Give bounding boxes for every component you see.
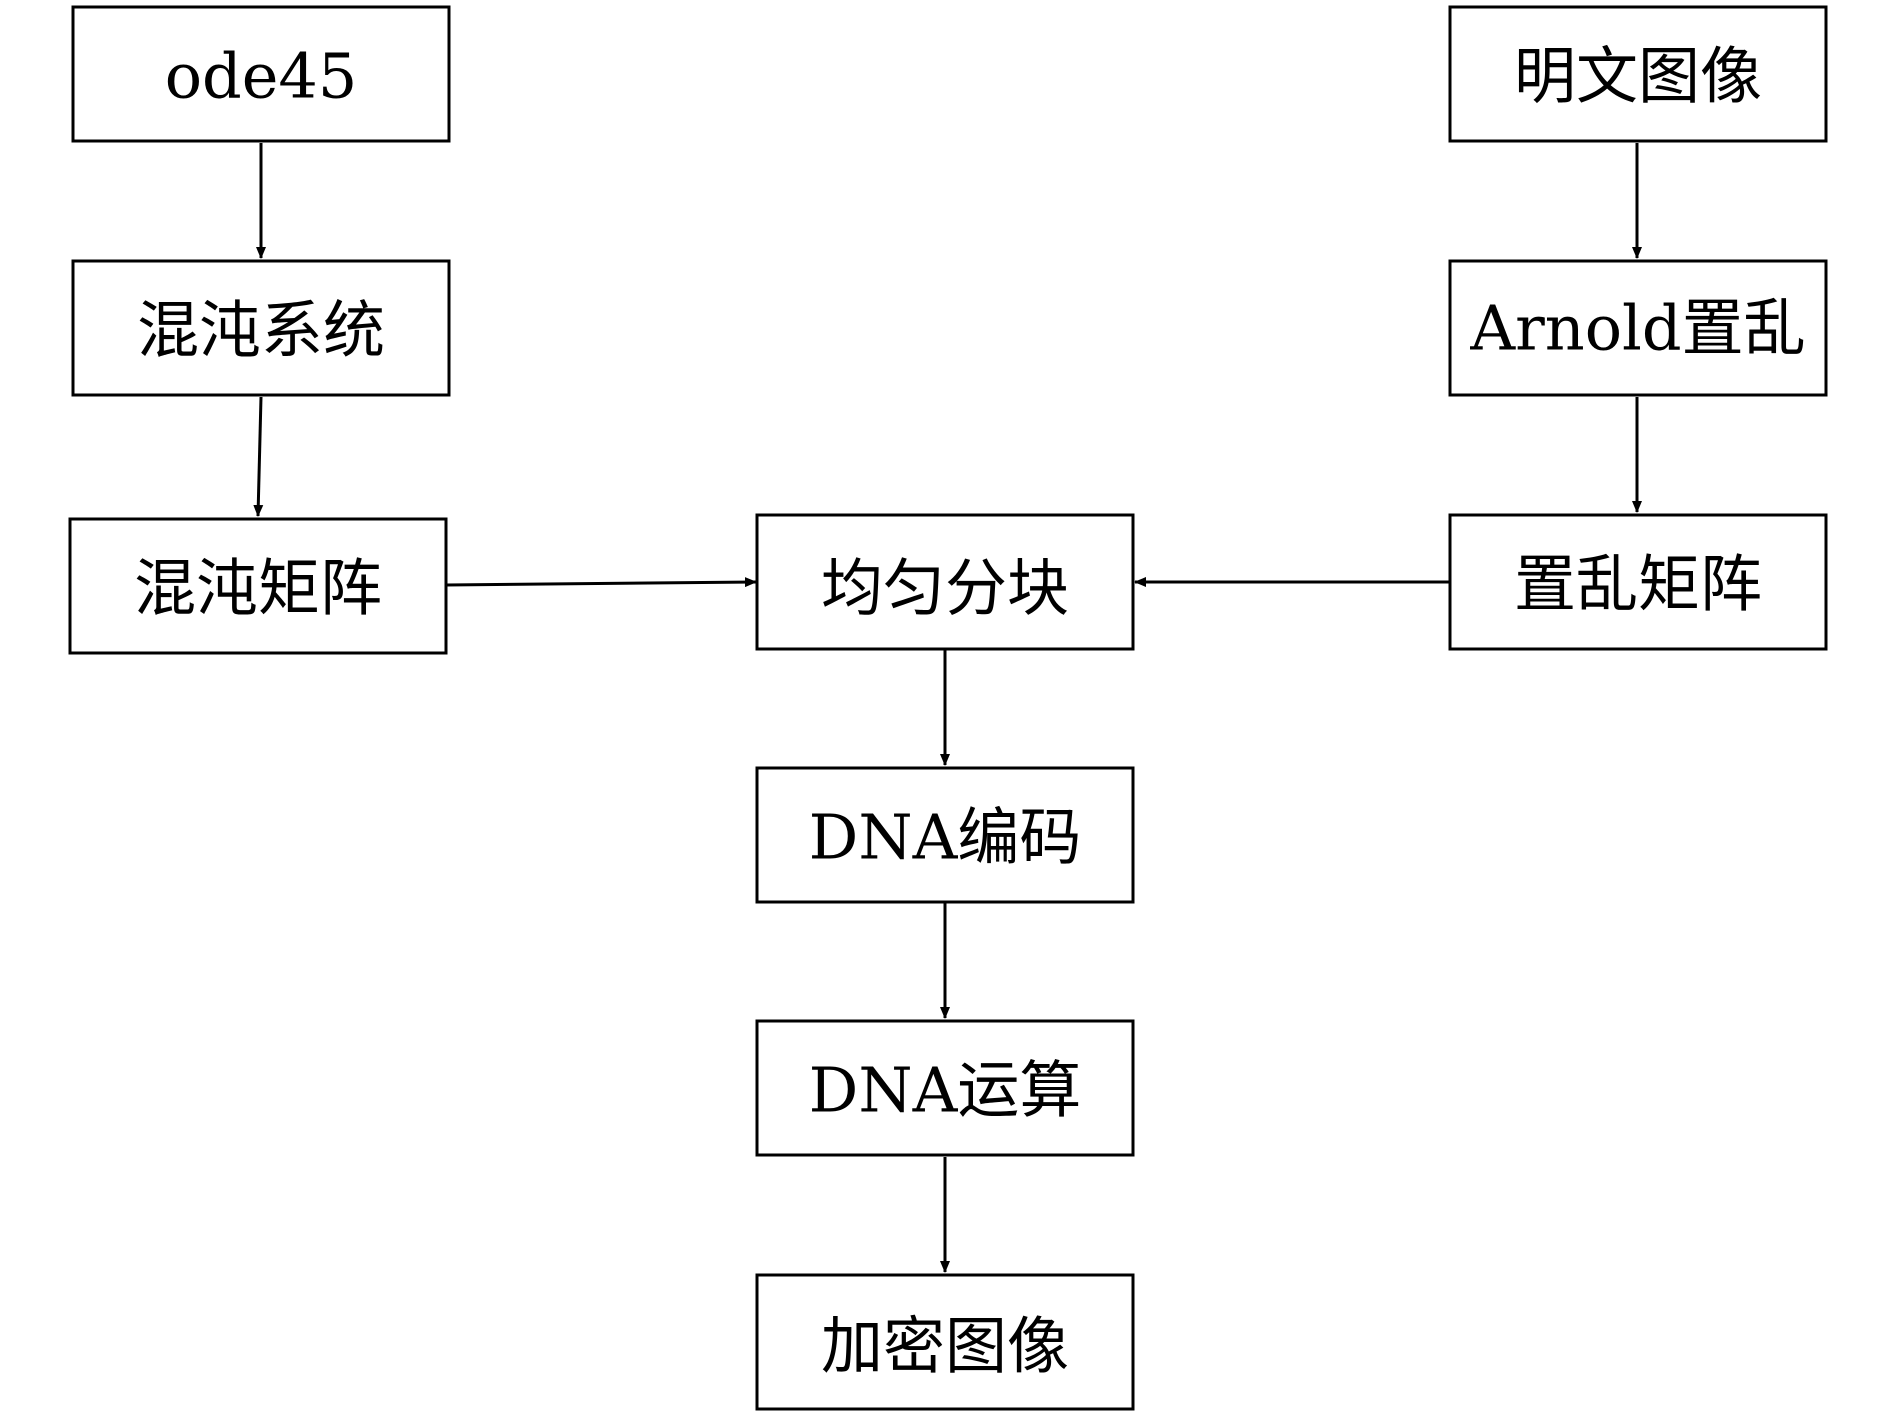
node-dna-operation-label: DNA运算 [809, 1054, 1082, 1127]
node-plain-image-label: 明文图像 [1514, 40, 1762, 113]
node-ode45-label: ode45 [165, 40, 358, 113]
edge-chaos-system-to-chaos-matrix [253, 396, 264, 517]
node-dna-encode-label: DNA编码 [809, 801, 1082, 874]
node-chaos-matrix: 混沌矩阵 [68, 517, 448, 655]
node-dna-operation-box [755, 1019, 1135, 1157]
node-uniform-block-box [755, 513, 1135, 651]
node-encrypted-image-box [755, 1273, 1135, 1411]
node-encrypted-image-label: 加密图像 [821, 1310, 1069, 1383]
node-scramble-matrix-box [1448, 513, 1828, 651]
node-chaos-matrix-box [68, 517, 448, 655]
node-ode45: ode45 [71, 5, 451, 143]
node-scramble-matrix-label: 置乱矩阵 [1514, 548, 1762, 621]
node-chaos-system-box [71, 259, 451, 397]
node-chaos-system: 混沌系统 [71, 259, 451, 397]
node-chaos-system-label: 混沌系统 [137, 294, 385, 367]
node-plain-image-box [1448, 5, 1828, 143]
node-uniform-block: 均匀分块 [755, 513, 1135, 651]
node-dna-operation: DNA运算 [755, 1019, 1135, 1157]
node-dna-encode-box [755, 766, 1135, 904]
node-uniform-block-label: 均匀分块 [821, 552, 1069, 625]
node-arnold-scramble-box [1448, 259, 1828, 397]
node-encrypted-image: 加密图像 [755, 1273, 1135, 1411]
edge-chaos-matrix-to-uniform-block [445, 577, 757, 588]
node-arnold-scramble: Arnold置乱 [1448, 259, 1828, 397]
node-plain-image: 明文图像 [1448, 5, 1828, 143]
node-ode45-box [71, 5, 451, 143]
edges [253, 143, 1642, 1273]
node-dna-encode: DNA编码 [755, 766, 1135, 904]
node-arnold-scramble-label: Arnold置乱 [1469, 292, 1805, 365]
node-chaos-matrix-label: 混沌矩阵 [134, 552, 382, 625]
node-scramble-matrix: 置乱矩阵 [1448, 513, 1828, 651]
